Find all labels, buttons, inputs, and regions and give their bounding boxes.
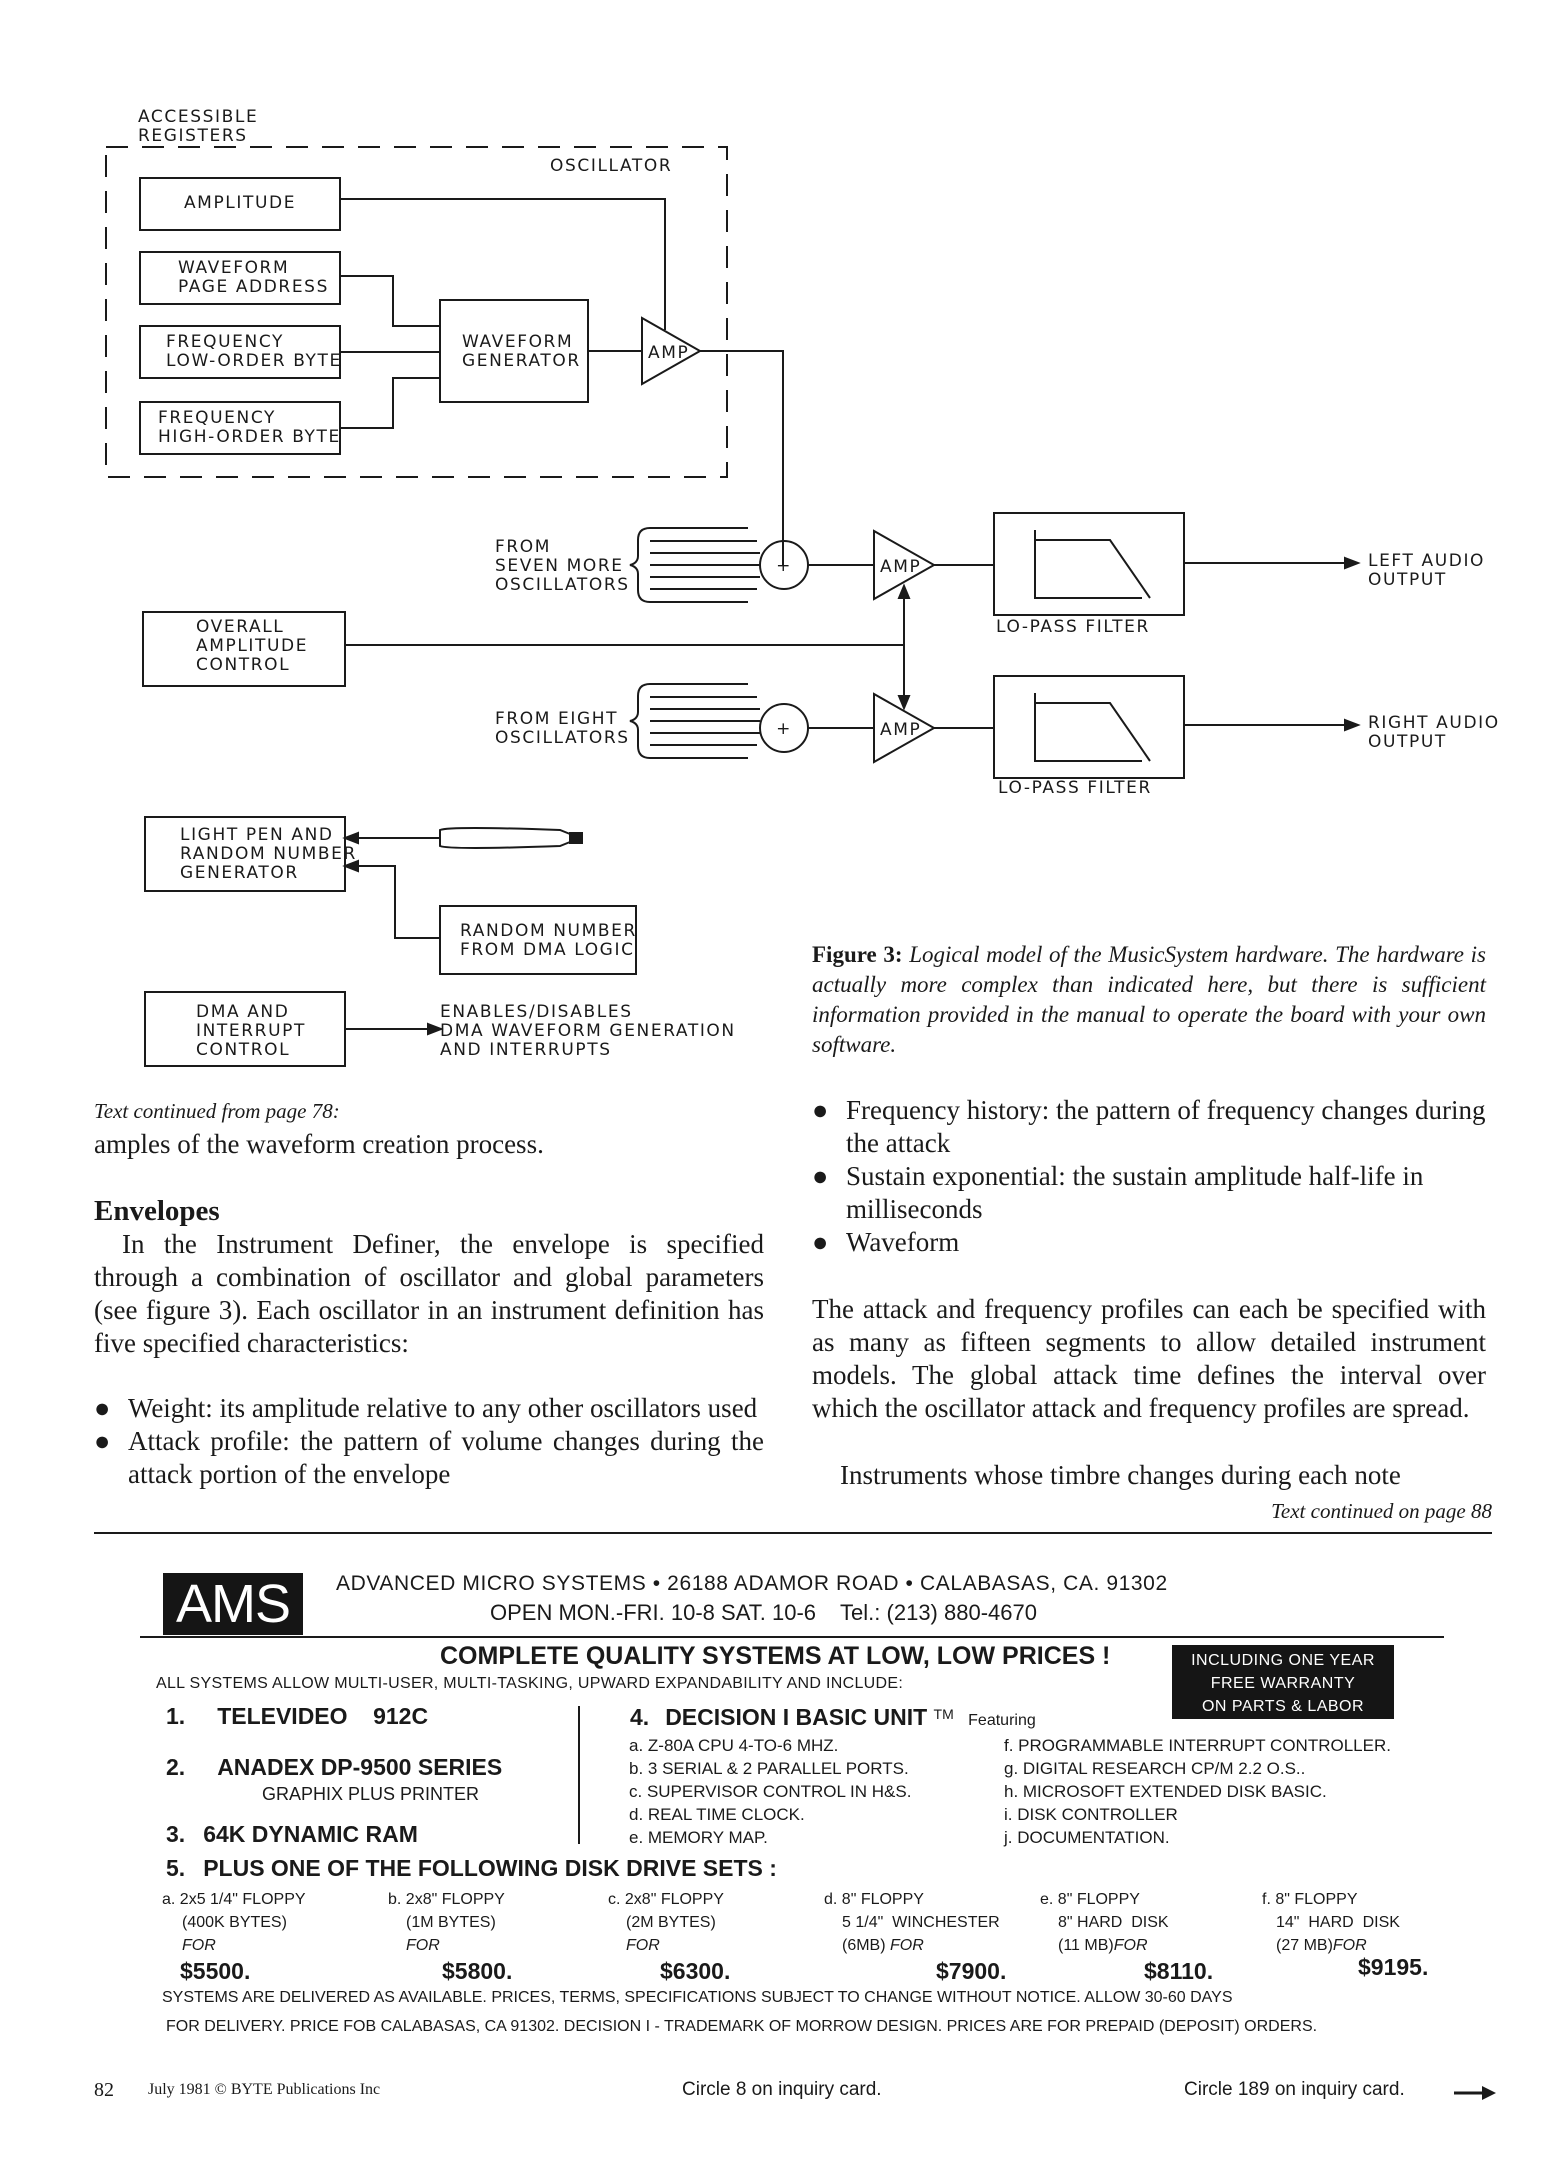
price-b: $5800. [442, 1958, 513, 1984]
features-right: f. PROGRAMMABLE INTERRUPT CONTROLLER.g. … [1004, 1736, 1391, 1847]
drive-set-a: a. 2x5 1/4" FLOPPY(400K BYTES)FOR [162, 1891, 306, 1954]
arrow-right-icon [1454, 2086, 1496, 2100]
figure-caption: Figure 3: Logical model of the MusicSyst… [812, 940, 1486, 1060]
fine-print-1: SYSTEMS ARE DELIVERED AS AVAILABLE. PRIC… [162, 1989, 1233, 2006]
ad-item-1: 1.TELEVIDEO 912C [166, 1703, 429, 1729]
ad-column-rule [578, 1706, 580, 1844]
right-lopass-label: LO-PASS FILTER [998, 778, 1152, 798]
random-dma-box [439, 905, 637, 975]
list-item: Sustain exponential: the sustain amplitu… [846, 1161, 1424, 1224]
light-pen-box [144, 816, 346, 892]
bullet-icon: ● [94, 1393, 111, 1423]
ad-item-2: 2.ANADEX DP-9500 SERIES [166, 1754, 503, 1780]
figure-3-diagram: + + AMP AMP AMP [105, 146, 1361, 1067]
ad-item-5: 5.PLUS ONE OF THE FOLLOWING DISK DRIVE S… [166, 1855, 777, 1881]
bullet-icon: ● [94, 1426, 111, 1456]
left-lopass-filter-box [993, 512, 1185, 616]
features-left: a. Z-80A CPU 4-TO-6 MHZ.b. 3 SERIAL & 2 … [629, 1736, 912, 1847]
inquiry-circle-189: Circle 189 on inquiry card. [1184, 2079, 1405, 2100]
intro-line: amples of the waveform creation process. [94, 1129, 544, 1159]
fine-print-2: FOR DELIVERY. PRICE FOB CALABASAS, CA 91… [166, 2018, 1318, 2035]
bullet-icon: ● [812, 1227, 829, 1257]
ad-headline: COMPLETE QUALITY SYSTEMS AT LOW, LOW PRI… [440, 1642, 1111, 1670]
list-item: Waveform [846, 1227, 960, 1257]
amp-label: AMP [880, 720, 921, 740]
amplitude-label: AMPLITUDE [183, 193, 297, 213]
inquiry-circle-8: Circle 8 on inquiry card. [682, 2079, 882, 2100]
price-e: $8110. [1144, 1958, 1214, 1984]
profiles-paragraph: The attack and frequency profiles can ea… [812, 1294, 1486, 1423]
drive-set-c: c. 2x8" FLOPPY(2M BYTES)FOR [608, 1891, 724, 1954]
oscillator-label: OSCILLATOR [550, 156, 673, 176]
waveform-page-register-box [139, 251, 341, 305]
list-item: Frequency history: the pattern of freque… [846, 1095, 1486, 1158]
ad-rule [140, 1636, 1444, 1638]
light-pen-icon [439, 827, 571, 849]
oscillator-enclosure [105, 146, 728, 478]
ad-address: ADVANCED MICRO SYSTEMS • 26188 ADAMOR RO… [336, 1572, 1168, 1595]
publication-line: July 1981 © BYTE Publications Inc [148, 2081, 381, 2098]
ams-logo: AMS [163, 1573, 303, 1635]
ad-item-2-sub: GRAPHIX PLUS PRINTER [262, 1784, 480, 1804]
price-d: $7900. [936, 1958, 1007, 1984]
amplitude-register-box [139, 177, 341, 231]
ad-subhead: ALL SYSTEMS ALLOW MULTI-USER, MULTI-TASK… [156, 1675, 904, 1692]
plus-sign: + [776, 719, 792, 739]
ad-divider [94, 1532, 1492, 1534]
list-item: Weight: its amplitude relative to any ot… [128, 1393, 758, 1423]
plus-sign: + [776, 556, 792, 576]
left-lopass-label: LO-PASS FILTER [996, 617, 1150, 637]
overall-amplitude-box [142, 611, 346, 687]
caption-text: Logical model of the MusicSystem hardwar… [812, 942, 1486, 1057]
page-number: 82 [94, 2079, 114, 2101]
amp-label: AMP [648, 343, 689, 363]
right-bullet-list: ● Frequency history: the pattern of frequ… [812, 1094, 1486, 1259]
continued-from: Text continued from page 78: [94, 1099, 340, 1123]
price-f: $9195. [1358, 1954, 1429, 1980]
left-bullet-list: ● Weight: its amplitude relative to any o… [94, 1392, 764, 1491]
price-c: $6300. [660, 1958, 731, 1984]
amp-label: AMP [880, 557, 921, 577]
price-a: $5500. [180, 1958, 251, 1984]
envelope-paragraph: In the Instrument Definer, the envelope … [94, 1229, 764, 1358]
oscillator-amp [641, 316, 703, 386]
caption-label: Figure 3: [812, 942, 903, 967]
ad-item-3: 3.64K DYNAMIC RAM [166, 1821, 418, 1847]
drive-set-b: b. 2x8" FLOPPY(1M BYTES)FOR [388, 1891, 505, 1954]
section-heading: Envelopes [94, 1195, 220, 1227]
continued-on: Text continued on page 88 [1271, 1499, 1492, 1523]
right-lopass-filter-box [993, 675, 1185, 779]
bullet-icon: ● [812, 1095, 829, 1125]
ad-hours: OPEN MON.-FRI. 10-8 SAT. 10-6 Tel.: (213… [490, 1600, 1037, 1625]
right-output-amp [873, 692, 937, 764]
ad-item-4: 4.DECISION I BASIC UNIT TM Featuring [630, 1704, 1036, 1730]
list-item: Attack profile: the pattern of volume ch… [128, 1426, 764, 1489]
left-output-amp [873, 529, 937, 601]
bullet-icon: ● [812, 1161, 829, 1191]
timbre-line: Instruments whose timbre changes during … [840, 1460, 1401, 1490]
